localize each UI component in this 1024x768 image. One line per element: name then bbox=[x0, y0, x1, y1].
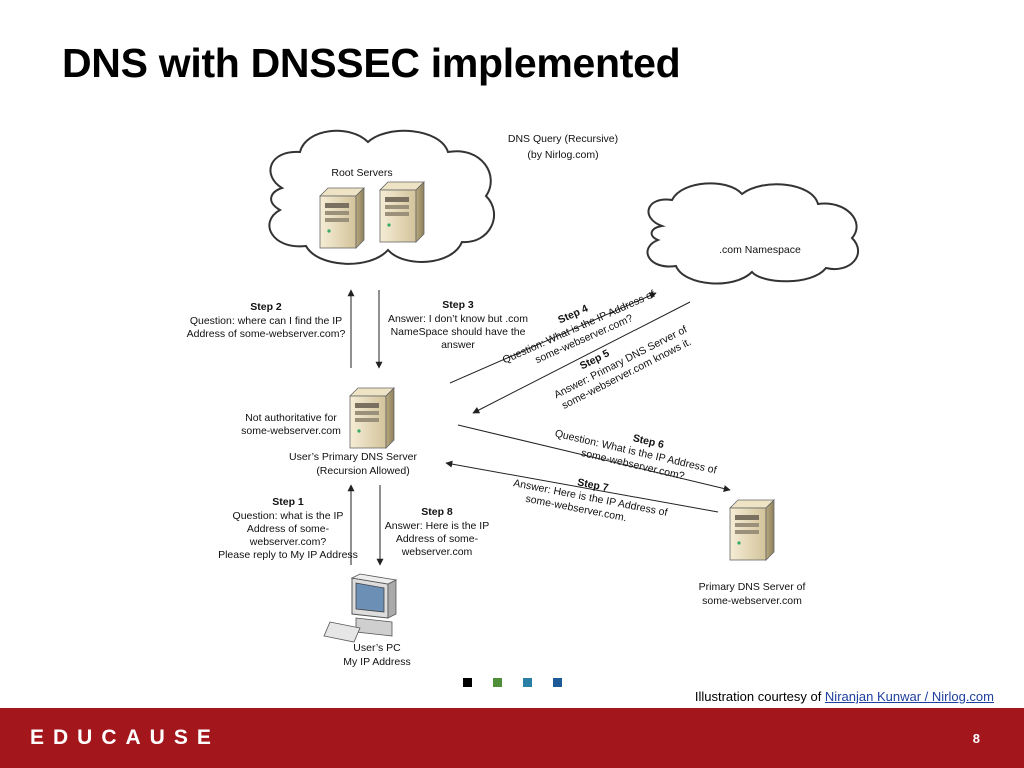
dot-square-icon bbox=[553, 678, 562, 687]
svg-text:Address of some-: Address of some- bbox=[396, 533, 479, 545]
svg-text:Please reply to My IP Address: Please reply to My IP Address bbox=[218, 549, 358, 561]
diagram-caption-line2: (by Nirlog.com) bbox=[527, 149, 598, 161]
credit-prefix: Illustration courtesy of bbox=[694, 689, 825, 704]
svg-text:Step 3: Step 3 bbox=[442, 299, 474, 311]
svg-text:Step 7: Step 7 bbox=[576, 476, 609, 494]
root-server-2 bbox=[379, 181, 425, 243]
svg-text:Question: where can I find the: Question: where can I find the IP bbox=[190, 315, 342, 327]
arrow-step7 bbox=[445, 460, 719, 513]
authoritative-dns-label-line1: Primary DNS Server of bbox=[699, 581, 806, 593]
authoritative-dns-label-line2: some-webserver.com bbox=[702, 595, 802, 607]
primary-dns-label-line2: (Recursion Allowed) bbox=[316, 465, 409, 477]
svg-text:Step 8: Step 8 bbox=[421, 506, 453, 518]
root-servers-label: Root Servers bbox=[331, 167, 392, 179]
users-pc-label-line1: User’s PC bbox=[353, 642, 401, 654]
svg-text:Answer: Here is the IP: Answer: Here is the IP bbox=[385, 520, 489, 532]
primary-dns-label-line1: User’s Primary DNS Server bbox=[289, 451, 417, 463]
users-pc-label-line2: My IP Address bbox=[343, 656, 411, 668]
svg-text:answer: answer bbox=[441, 339, 475, 351]
root-server-1 bbox=[319, 187, 365, 249]
svg-text:Step 2: Step 2 bbox=[250, 301, 282, 313]
step6-annotation: Step 6 Question: What is the IP Address … bbox=[554, 428, 718, 483]
arrow-step5 bbox=[472, 301, 691, 414]
not-authoritative-line1: Not authoritative for bbox=[245, 412, 337, 424]
svg-text:Address of some-: Address of some- bbox=[247, 523, 330, 535]
educause-logo: EDUCAUSE bbox=[30, 726, 220, 749]
arrow-step6 bbox=[457, 424, 731, 492]
footer-bar: EDUCAUSE 8 bbox=[0, 708, 1024, 768]
users-pc-icon bbox=[323, 573, 398, 643]
not-authoritative-line2: some-webserver.com bbox=[241, 425, 341, 437]
svg-text:Answer: I don’t know but .com: Answer: I don’t know but .com bbox=[388, 313, 528, 325]
step7-annotation: Step 7 Answer: Here is the IP Address of… bbox=[512, 476, 668, 524]
step2-annotation: Step 2 Question: where can I find the IP… bbox=[187, 301, 346, 340]
svg-text:NameSpace should have the: NameSpace should have the bbox=[391, 326, 526, 338]
step8-annotation: Step 8 Answer: Here is the IP Address of… bbox=[385, 506, 489, 558]
dot-square-icon bbox=[463, 678, 472, 687]
dot-square-icon bbox=[493, 678, 502, 687]
com-namespace-label: .com Namespace bbox=[719, 244, 801, 256]
com-namespace-cloud bbox=[646, 182, 859, 285]
illustration-credit: Illustration courtesy of Niranjan Kunwar… bbox=[695, 689, 994, 704]
slide-title: DNS with DNSSEC implemented bbox=[62, 40, 681, 86]
step3-annotation: Step 3 Answer: I don’t know but .com Nam… bbox=[388, 299, 528, 351]
svg-text:Question: what is the IP: Question: what is the IP bbox=[233, 510, 344, 522]
svg-text:webserver.com?: webserver.com? bbox=[249, 536, 327, 548]
authoritative-dns-server-icon bbox=[729, 499, 775, 561]
step1-annotation: Step 1 Question: what is the IP Address … bbox=[218, 496, 358, 561]
dns-diagram: DNS Query (Recursive) (by Nirlog.com) Ro… bbox=[187, 129, 859, 668]
svg-text:webserver.com: webserver.com bbox=[401, 546, 473, 558]
primary-dns-server-icon bbox=[349, 387, 395, 449]
credit-link[interactable]: Niranjan Kunwar / Nirlog.com bbox=[824, 689, 994, 704]
svg-text:Step 1: Step 1 bbox=[272, 496, 304, 508]
page-number: 8 bbox=[972, 731, 980, 746]
arrow-step4 bbox=[449, 292, 657, 384]
svg-text:Address of some-webserver.com?: Address of some-webserver.com? bbox=[187, 328, 346, 340]
diagram-caption-line1: DNS Query (Recursive) bbox=[508, 133, 618, 145]
dot-square-icon bbox=[523, 678, 532, 687]
